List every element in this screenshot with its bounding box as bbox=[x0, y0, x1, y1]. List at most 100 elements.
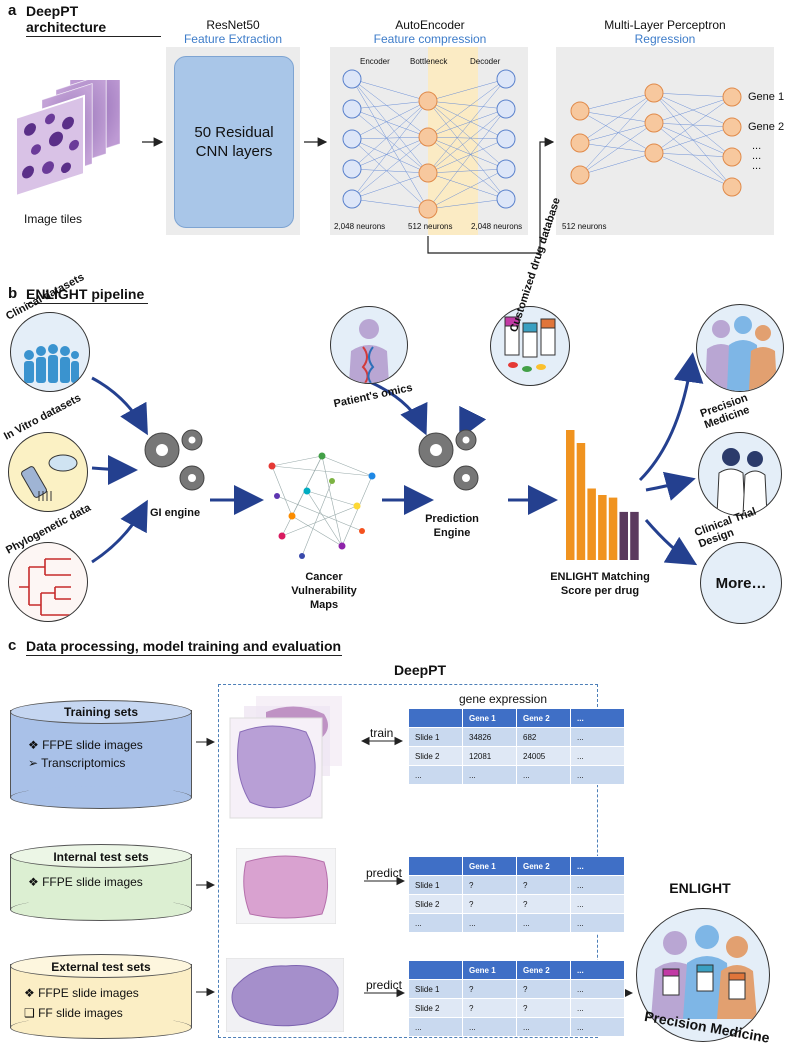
table-cell: Slide 2 bbox=[408, 998, 463, 1018]
diamond-bullet-icon: ❖ bbox=[24, 986, 39, 1000]
table-cell: ... bbox=[570, 894, 625, 914]
external-b2-text: FF slide images bbox=[38, 1006, 123, 1020]
score-bar-7 bbox=[630, 511, 639, 560]
table-cell: ? bbox=[462, 998, 517, 1018]
mlp-panel bbox=[556, 47, 774, 235]
table-header-cell bbox=[408, 960, 463, 980]
score-bar-6 bbox=[619, 511, 628, 560]
table-cell: ... bbox=[570, 998, 625, 1018]
ae-n-mid: 512 neurons bbox=[408, 222, 453, 231]
internal-bullet-1: ❖ FFPE slide images bbox=[28, 873, 143, 892]
training-sets-title: Training sets bbox=[63, 705, 139, 719]
table-cell: ? bbox=[462, 979, 517, 999]
table-row: Slide 2??... bbox=[408, 894, 625, 914]
score-bar-3 bbox=[587, 488, 596, 560]
mlp-title: Multi-Layer Perceptron bbox=[604, 18, 726, 32]
mlp-subtitle: Regression bbox=[634, 32, 696, 46]
panel-a-title: DeepPT architecture bbox=[26, 3, 161, 37]
gi-engine-gears-icon bbox=[144, 429, 205, 491]
external-slide-image bbox=[226, 958, 344, 1032]
table-cell: ... bbox=[408, 913, 463, 933]
drug-database-icon bbox=[490, 306, 570, 386]
ae-n-out: 2,048 neurons bbox=[471, 222, 523, 231]
table-cell: ... bbox=[516, 765, 571, 785]
external-bullet-1: ❖ FFPE slide images bbox=[24, 984, 139, 1003]
panel-c-letter: c bbox=[8, 637, 17, 654]
table-row: Slide 1??... bbox=[408, 979, 625, 999]
internal-test-title: Internal test sets bbox=[53, 850, 149, 864]
autoencoder-title: AutoEncoder bbox=[395, 18, 465, 32]
image-tiles-label: Image tiles bbox=[24, 212, 83, 226]
panel-a-arrows bbox=[142, 137, 555, 254]
table-cell: Slide 2 bbox=[408, 894, 463, 914]
prediction-engine-label: Prediction Engine bbox=[425, 513, 479, 539]
table-cell: ? bbox=[516, 875, 571, 895]
table-cell: ... bbox=[462, 765, 517, 785]
clinical-trial-icon bbox=[698, 432, 782, 516]
table-cell: Slide 1 bbox=[408, 727, 463, 747]
table-cell: ... bbox=[570, 979, 625, 999]
internal-b1-text: FFPE slide images bbox=[42, 875, 143, 889]
gene-dots-1: ... bbox=[752, 140, 762, 152]
predict-label-internal: predict bbox=[366, 866, 403, 880]
table-header-cell: ... bbox=[570, 856, 625, 876]
table-cell: ... bbox=[462, 1017, 517, 1037]
deeppt-label: DeepPT bbox=[393, 662, 447, 678]
autoencoder-subtitle: Feature compression bbox=[373, 32, 487, 46]
decoder-label: Decoder bbox=[470, 57, 501, 66]
encoder-label: Encoder bbox=[360, 57, 390, 66]
tissue-tiles-icon bbox=[15, 63, 121, 198]
resnet-title: ResNet50 bbox=[206, 18, 260, 32]
table-cell: ... bbox=[570, 765, 625, 785]
table-header-cell: Gene 2 bbox=[516, 960, 571, 980]
diamond-bullet-icon: ❖ bbox=[28, 738, 43, 752]
mlp-neurons: 512 neurons bbox=[562, 222, 607, 231]
gene2-label: Gene 2 bbox=[748, 121, 785, 133]
panel-b-title: ENLIGHT pipeline bbox=[26, 286, 148, 304]
table-header-cell bbox=[408, 856, 463, 876]
table-cell: 34826 bbox=[462, 727, 517, 747]
clinical-datasets-icon bbox=[10, 312, 90, 392]
table-cell: ... bbox=[570, 875, 625, 895]
table-cell: ? bbox=[462, 875, 517, 895]
table-header-cell: ... bbox=[570, 708, 625, 728]
table-cell: 682 bbox=[516, 727, 571, 747]
more-circle: More… bbox=[700, 542, 782, 624]
external-test-cylinder bbox=[10, 954, 192, 1040]
table-header-cell: Gene 2 bbox=[516, 856, 571, 876]
resnet-box: 50 Residual CNN layers bbox=[174, 56, 294, 228]
predict-label-external: predict bbox=[366, 978, 403, 992]
invitro-datasets-icon bbox=[8, 432, 88, 512]
table-row: ............ bbox=[408, 913, 625, 933]
more-label: More… bbox=[715, 574, 767, 592]
table-row: ............ bbox=[408, 1017, 625, 1037]
gene1-label: Gene 1 bbox=[748, 91, 785, 103]
training-b2-text: Transcriptomics bbox=[41, 756, 126, 770]
table-header-cell: Gene 1 bbox=[462, 708, 517, 728]
table-row: Slide 1??... bbox=[408, 875, 625, 895]
table-cell: ... bbox=[570, 727, 625, 747]
table-cell: 24005 bbox=[516, 746, 571, 766]
train-label: train bbox=[370, 726, 394, 740]
bottleneck-label: Bottleneck bbox=[410, 57, 448, 66]
diamond-bullet-icon: ❖ bbox=[28, 875, 43, 889]
table-header-cell: ... bbox=[570, 960, 625, 980]
enlight-precision-icon bbox=[636, 908, 770, 1042]
matching-score-chart bbox=[566, 430, 639, 560]
table-cell: 12081 bbox=[462, 746, 517, 766]
table-cell: ... bbox=[408, 1017, 463, 1037]
table-cell: ... bbox=[462, 913, 517, 933]
cancer-maps-label: Cancer Vulnerability Maps bbox=[291, 571, 357, 611]
table-cell: ... bbox=[408, 765, 463, 785]
gene-dots-3: ... bbox=[752, 160, 762, 172]
prediction-engine-gears-icon bbox=[418, 429, 479, 491]
table-cell: Slide 1 bbox=[408, 979, 463, 999]
autoencoder-network bbox=[342, 69, 516, 219]
table-header-cell bbox=[408, 708, 463, 728]
table-header-cell: Gene 1 bbox=[462, 960, 517, 980]
table-cell: Slide 2 bbox=[408, 746, 463, 766]
